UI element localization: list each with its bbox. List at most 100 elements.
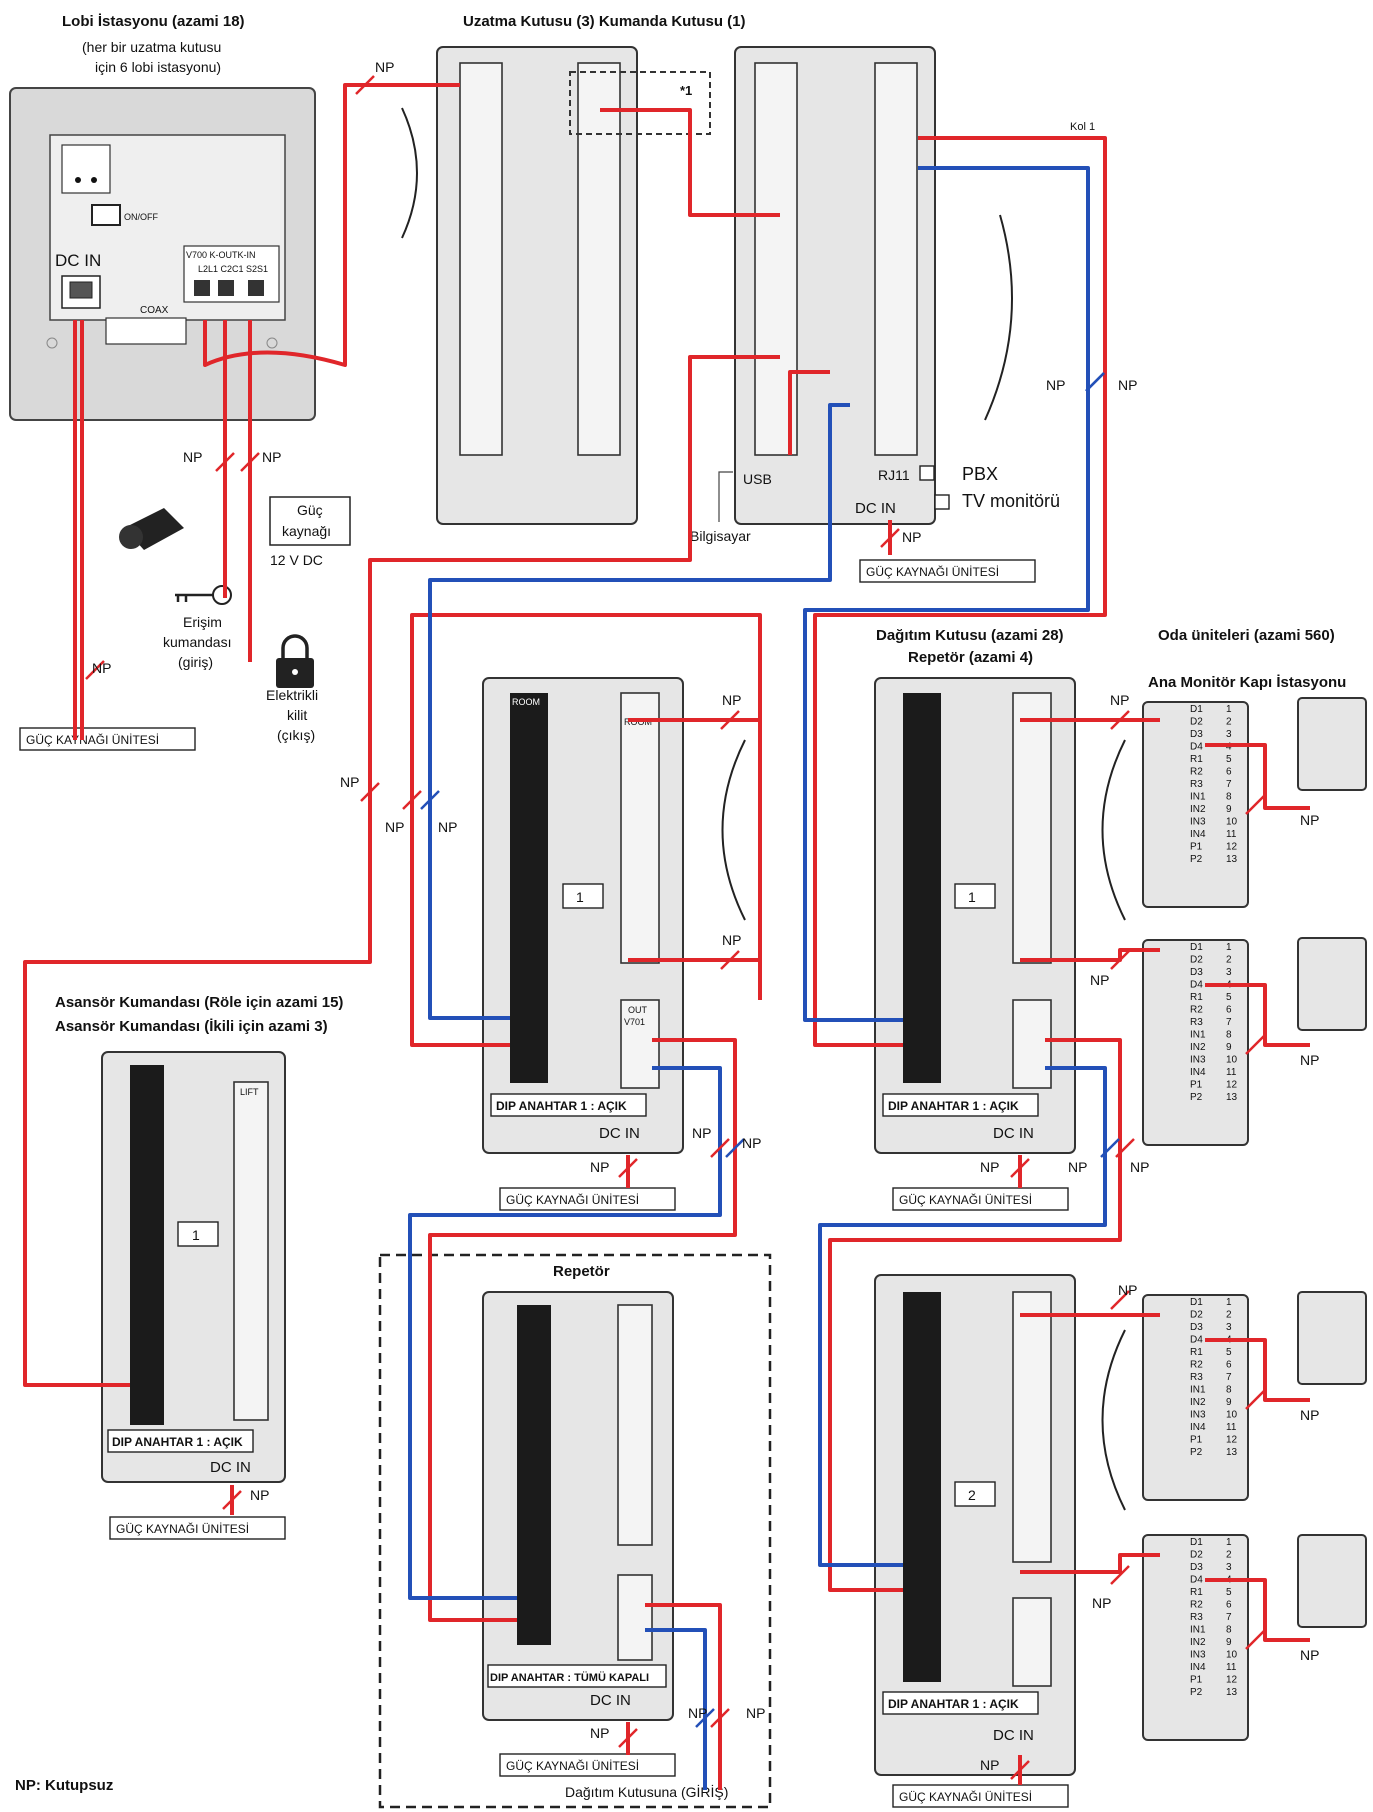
- room-terminal-label: R3: [1190, 1612, 1203, 1623]
- control-dc-in: DC IN: [855, 500, 896, 517]
- np-slash: [1085, 372, 1105, 392]
- dist-b-dc-in: DC IN: [993, 1125, 1034, 1142]
- onoff-switch: [91, 204, 121, 226]
- dist-b-wave: [1101, 739, 1126, 921]
- lock-label-2: kilit: [287, 707, 307, 723]
- room-terminal-number: 10: [1226, 817, 1238, 828]
- room-terminal-label: P1: [1190, 1435, 1203, 1446]
- elevator-title-2: Asansör Kumandası (İkili için azami 3): [55, 1018, 328, 1035]
- room-terminal-number: 12: [1226, 842, 1238, 853]
- room-terminal-number: 11: [1226, 829, 1237, 840]
- np-label: NP: [1300, 1647, 1319, 1663]
- elevator-box: LIFT 1 DIP ANAHTAR 1 : AÇIK DC IN: [101, 1051, 286, 1483]
- room-terminal-label: IN2: [1190, 1397, 1206, 1408]
- np-slash: [720, 710, 740, 730]
- rooms-title: Oda üniteleri (azami 560): [1158, 627, 1335, 644]
- room-terminal-label: D2: [1190, 955, 1203, 966]
- extension-wave: [401, 107, 418, 239]
- room-terminal-label: D1: [1190, 1297, 1203, 1308]
- room-terminal-number: 1: [1226, 942, 1232, 953]
- control-wave: [984, 214, 1013, 421]
- access-label-1: Erişim: [183, 614, 222, 630]
- room-terminal-number: 6: [1226, 1360, 1232, 1371]
- np-slash: [420, 790, 440, 810]
- room-terminal-label: D4: [1190, 980, 1203, 991]
- kol-label: Kol 1: [1070, 121, 1095, 133]
- room-terminal-label: IN3: [1190, 1055, 1206, 1066]
- peripherals: Erişim kumandası (giriş) Elektrikli kili…: [119, 496, 351, 743]
- room-terminal-label: IN3: [1190, 817, 1206, 828]
- room-terminal-label: R1: [1190, 1587, 1203, 1598]
- room-terminal-label: IN1: [1190, 1625, 1206, 1636]
- psu-label-elevator: GÜÇ KAYNAĞI ÜNİTESİ: [116, 1521, 249, 1536]
- room-terminal-number: 10: [1226, 1650, 1238, 1661]
- np-slash: [710, 1138, 730, 1158]
- dist-a-dc-in: DC IN: [599, 1125, 640, 1142]
- np-label: NP: [1300, 812, 1319, 828]
- room-terminal-label: D3: [1190, 1562, 1203, 1573]
- np-slash: [725, 1138, 745, 1158]
- np-slash: [1110, 1290, 1130, 1310]
- room-terminal-number: 11: [1226, 1067, 1237, 1078]
- repeater-dip: DIP ANAHTAR : TÜMÜ KAPALI: [490, 1671, 649, 1684]
- np-label: NP: [688, 1705, 707, 1721]
- np-label: NP: [1068, 1159, 1087, 1175]
- room-terminal-number: 5: [1226, 992, 1232, 1003]
- rj11-label: RJ11: [878, 467, 910, 483]
- room-terminal-number: 5: [1226, 1587, 1232, 1598]
- np-slash: [222, 1490, 242, 1510]
- elevator-lift-label: LIFT: [240, 1087, 259, 1097]
- lobby-connector: [61, 144, 111, 194]
- room-terminal-label: P2: [1190, 854, 1203, 865]
- psu-label-dist-a: GÜÇ KAYNAĞI ÜNİTESİ: [506, 1192, 639, 1207]
- dist-a-room-left: ROOM: [512, 697, 540, 707]
- room-terminal-number: 12: [1226, 1675, 1238, 1686]
- power-label-1: Güç: [297, 502, 323, 518]
- room-terminal-label: IN3: [1190, 1650, 1206, 1661]
- control-box: USB RJ11 DC IN Kol 1 PBX TV monitörü Bil…: [690, 46, 1095, 544]
- room-terminal-label: R3: [1190, 1017, 1203, 1028]
- np-slash: [1245, 1035, 1265, 1055]
- room-terminal-number: 9: [1226, 1637, 1232, 1648]
- room-terminal-number: 13: [1226, 1092, 1238, 1103]
- room-terminal-number: 12: [1226, 1080, 1238, 1091]
- room-terminal-label: IN2: [1190, 1637, 1206, 1648]
- np-label: NP: [385, 819, 404, 835]
- np-label: NP: [1130, 1159, 1149, 1175]
- np-slash: [1245, 1390, 1265, 1410]
- room-terminal-number: 9: [1226, 1042, 1232, 1053]
- np-slash: [85, 660, 105, 680]
- room-terminal-number: 6: [1226, 1600, 1232, 1611]
- extension-box: *1: [436, 46, 711, 525]
- power-label-2: kaynağı: [282, 523, 331, 539]
- np-slash: [1100, 1138, 1120, 1158]
- np-label: NP: [1046, 377, 1065, 393]
- distribution-box-a: 1 DIP ANAHTAR 1 : AÇIK DC IN: [482, 677, 684, 1154]
- np-slash: [215, 452, 235, 472]
- room-terminal-number: 1: [1226, 1537, 1232, 1548]
- dist-c-number: 2: [968, 1487, 976, 1503]
- psu-label-repeater: GÜÇ KAYNAĞI ÜNİTESİ: [506, 1758, 639, 1773]
- np-label: NP: [742, 1135, 761, 1151]
- dist-a-out: OUT: [628, 1005, 648, 1015]
- room-terminal-label: D3: [1190, 729, 1203, 740]
- access-label-2: kumandası: [163, 634, 231, 650]
- np-slash: [1010, 1760, 1030, 1780]
- room-terminal-label: IN2: [1190, 804, 1206, 815]
- elevator-dc-in: DC IN: [210, 1459, 251, 1476]
- room-terminal-number: 9: [1226, 804, 1232, 815]
- np-slash: [1245, 795, 1265, 815]
- room-terminal-label: D3: [1190, 1322, 1203, 1333]
- coax-label: COAX: [140, 305, 169, 316]
- lobby-terminal-labels: L2L1 C2C1 S2S1: [198, 264, 268, 274]
- np-label: NP: [262, 449, 281, 465]
- room-terminal-label: R3: [1190, 779, 1203, 790]
- lock-label-1: Elektrikli: [266, 687, 318, 703]
- room-terminal-number: 9: [1226, 1397, 1232, 1408]
- room-terminal-label: R2: [1190, 767, 1203, 778]
- elevator-dip: DIP ANAHTAR 1 : AÇIK: [112, 1435, 243, 1449]
- np-slash: [1245, 1630, 1265, 1650]
- np-label: NP: [1118, 1282, 1137, 1298]
- distribution-title-1: Dağıtım Kutusu (azami 28): [876, 627, 1064, 644]
